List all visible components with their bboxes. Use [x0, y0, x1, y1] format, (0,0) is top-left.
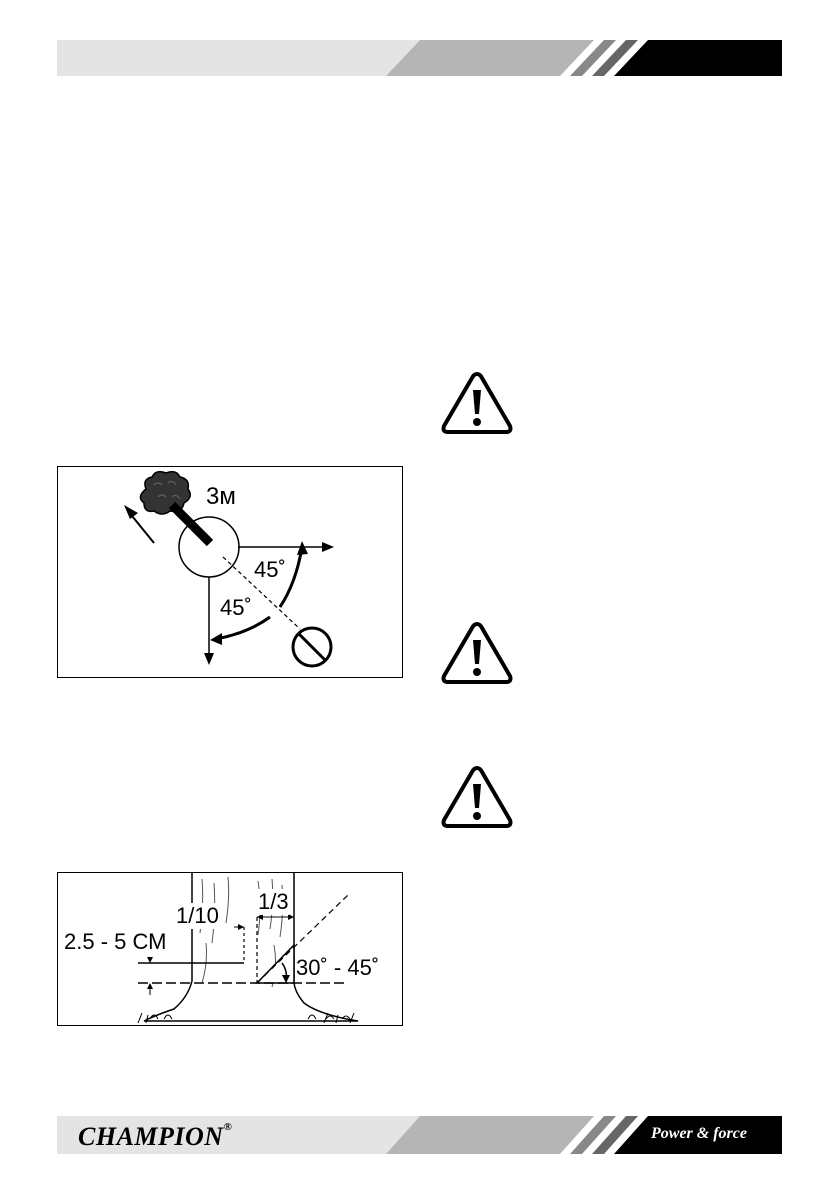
tagline: Power & force	[651, 1125, 747, 1142]
header-band	[0, 40, 839, 76]
champion-logo: CHAMPION®	[78, 1121, 232, 1152]
fraction-tenth-label: 1/10	[176, 903, 219, 929]
height-label: 2.5 - 5 СМ	[64, 929, 167, 955]
footer-band: CHAMPION® Power & force	[0, 1116, 839, 1154]
tree-trunk-illustration	[137, 873, 359, 1024]
distance-label: 3м	[206, 483, 236, 510]
angle-label: 30˚ - 45˚	[296, 955, 380, 981]
warning-triangle-icon	[440, 764, 514, 830]
registered-mark: ®	[223, 1121, 233, 1133]
warning-triangle-icon	[440, 620, 514, 686]
fraction-third-label: 1/3	[258, 889, 289, 915]
warning-triangle-icon	[440, 370, 514, 436]
tree-crown-icon	[139, 470, 191, 515]
no-entry-icon	[291, 626, 333, 668]
brand-name: CHAMPION	[78, 1122, 224, 1151]
fall-direction-arrow-icon	[124, 505, 155, 544]
felling-notch-figure: 1/10 1/3 2.5 - 5 СМ 30˚ - 45˚	[57, 872, 403, 1026]
angle-upper-label: 45˚	[254, 557, 286, 582]
felling-zone-figure: 3м 45˚ 45˚	[57, 466, 403, 678]
angle-lower-label: 45˚	[220, 595, 252, 620]
